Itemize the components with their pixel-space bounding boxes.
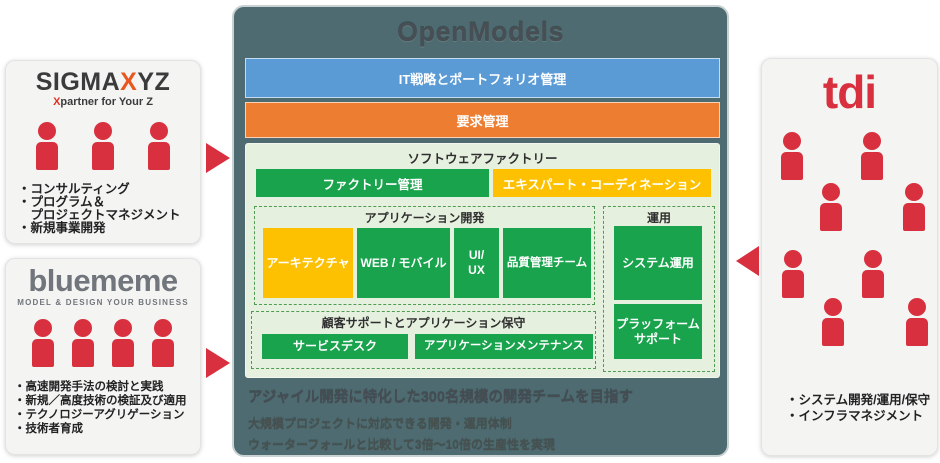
bullet-item: プロジェクトマネジメント [18, 208, 181, 223]
sigmaxyz-logo-post: YZ [137, 68, 171, 96]
sigmaxyz-bullet-list: ・コンサルティング ・プログラム＆ プロジェクトマネジメント ・新規事業開発 [18, 182, 200, 236]
footer-line: ウォーターフォールと比較して3倍～10倍の生産性を実現 [248, 438, 555, 452]
person-icon [822, 298, 844, 346]
sigmaxyz-tagline: Xpartner for Your Z [6, 96, 200, 108]
bullet-item: ・コンサルティング [18, 182, 130, 196]
bluememe-logo: bluememe [28, 263, 178, 298]
system-operations-box: システム運用 [614, 226, 702, 300]
app-maintenance-box: アプリケーションメンテナンス [415, 334, 593, 359]
bullet-item: ・技術者育成 [14, 423, 83, 436]
box-label: サービスデスク [292, 339, 377, 353]
box-label: アプリケーションメンテナンス [423, 340, 585, 353]
person-icon [92, 122, 114, 170]
sigmaxyz-team [6, 122, 200, 170]
footer-line: 大規模プロジェクトに対応できる開発・運用体制 [248, 417, 512, 431]
arrow-right-icon [206, 143, 230, 173]
bullet-item: ・テクノロジーアグリゲーション [14, 409, 185, 422]
bullet-item: ・新規／高度技術の検証及び適用 [14, 395, 187, 408]
operations-title: 運用 [646, 211, 671, 225]
bluememe-team [6, 319, 200, 367]
sigmaxyz-tagline-x: X [53, 96, 61, 108]
openmodels-panel: OpenModels IT戦略とポートフォリオ管理 要求管理 ソフトウェアファク… [232, 5, 729, 457]
box-label: 品質管理チーム [506, 256, 588, 269]
operations-group: 運用 システム運用 プラッフォーム サポート [603, 206, 715, 372]
footer-headline: アジャイル開発に特化した300名規模の開発チームを目指す [248, 390, 633, 406]
customer-support-group: 顧客サポートとアプリケーション保守 サービスデスク アプリケーションメンテナンス [251, 311, 596, 369]
box-label: UI/ [468, 248, 485, 262]
architecture-box: アーキテクチャ [263, 228, 353, 298]
bluememe-tagline: MODEL & DESIGN YOUR BUSINESS [17, 298, 189, 307]
person-icon [152, 319, 174, 367]
bluememe-bullet-list: ・高速開発手法の検討と実践 ・新規／高度技術の検証及び適用 ・テクノロジーアグリ… [14, 380, 200, 436]
arrow-left-icon [736, 246, 759, 276]
openmodels-title: OpenModels [396, 17, 564, 47]
tdi-bullet-list: ・システム開発/運用/保守 ・インフラマネジメント [786, 393, 930, 424]
sigmaxyz-logo-x: X [120, 68, 138, 96]
person-icon [72, 319, 94, 367]
person-icon [820, 183, 842, 231]
platform-support-box: プラッフォーム サポート [614, 304, 702, 359]
bullet-item: ・インフラマネジメント [786, 408, 924, 423]
app-dev-title: アプリケーション開発 [364, 211, 485, 225]
arrow-right-icon [206, 348, 230, 378]
bullet-item: ・新規事業開発 [18, 221, 106, 236]
bullet-item: ・プログラム＆ [18, 195, 106, 210]
factory-management-bar: ファクトリー管理 [256, 169, 489, 197]
bluememe-card: bluememe MODEL & DESIGN YOUR BUSINESS ・高… [5, 258, 201, 455]
web-mobile-box: WEB / モバイル [357, 228, 450, 298]
sigmaxyz-logo-pre: SIGMA [35, 68, 121, 96]
bullet-item: ・高速開発手法の検討と実践 [14, 381, 164, 393]
person-icon [782, 250, 804, 298]
box-label: WEB / モバイル [360, 255, 447, 270]
requirements-bar: 要求管理 [245, 102, 720, 138]
sigmaxyz-tagline-rest: partner for Your Z [60, 96, 153, 108]
ui-ux-box: UI/ UX [454, 228, 499, 298]
bullet-item: ・システム開発/運用/保守 [786, 393, 931, 407]
expert-coordination-bar: エキスパート・コーディネーション [493, 169, 711, 197]
customer-support-title: 顧客サポートとアプリケーション保守 [321, 316, 526, 330]
quality-team-box: 品質管理チーム [503, 228, 591, 298]
box-label: プラッフォーム [616, 316, 700, 331]
person-icon [36, 122, 58, 170]
person-icon [148, 122, 170, 170]
software-factory-title: ソフトウェアファクトリー [407, 152, 558, 166]
person-icon [781, 132, 803, 180]
tdi-logo: tdi [822, 66, 877, 118]
box-label: システム運用 [622, 255, 694, 270]
service-desk-box: サービスデスク [262, 334, 408, 359]
box-label: サポート [633, 331, 682, 346]
person-icon [862, 250, 884, 298]
person-icon [861, 132, 883, 180]
openmodels-footer: アジャイル開発に特化した300名規模の開発チームを目指す 大規模プロジェクトに対… [248, 386, 721, 457]
software-factory-panel: ソフトウェアファクトリー ファクトリー管理 エキスパート・コーディネーション ア… [245, 143, 720, 378]
app-dev-group: アプリケーション開発 アーキテクチャ WEB / モバイル UI/ UX 品質管… [254, 206, 595, 305]
tdi-card: tdi ・システム開発/運用/保守 ・インフラマネジメント [761, 58, 938, 456]
it-strategy-bar: IT戦略とポートフォリオ管理 [245, 58, 720, 98]
sigmaxyz-logo: SIGMAXYZ [6, 70, 200, 95]
person-icon [903, 183, 925, 231]
person-icon [906, 298, 928, 346]
box-label: UX [468, 263, 485, 277]
sigmaxyz-card: SIGMAXYZ Xpartner for Your Z ・コンサルティング ・… [5, 60, 201, 244]
box-label: アーキテクチャ [266, 255, 350, 270]
person-icon [32, 319, 54, 367]
person-icon [112, 319, 134, 367]
